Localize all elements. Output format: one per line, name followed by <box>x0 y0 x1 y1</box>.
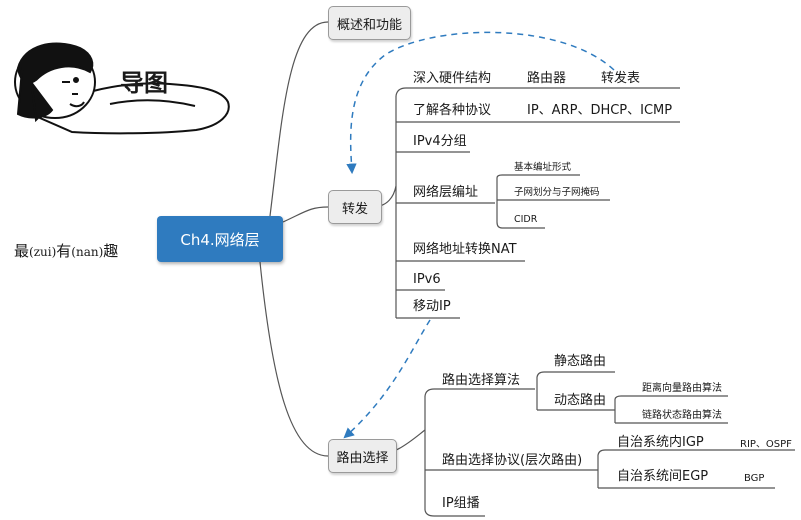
side-note-nan-pinyin: (nan) <box>71 245 104 259</box>
item-routing-protocols[interactable]: 路由选择协议(层次路由) <box>442 453 583 468</box>
side-note-zui-pinyin: (zui) <box>29 245 57 259</box>
topic-routing[interactable]: 路由选择 <box>328 439 397 473</box>
item-ipv6[interactable]: IPv6 <box>413 272 441 287</box>
side-note: 最(zui)有(nan)趣 <box>14 241 118 262</box>
topic-overview[interactable]: 概述和功能 <box>328 6 411 40</box>
topic-forwarding[interactable]: 转发 <box>328 190 382 224</box>
item-egp[interactable]: 自治系统间EGP <box>617 469 709 484</box>
item-protocols[interactable]: 了解各种协议 <box>413 103 492 118</box>
link-routing <box>259 261 329 457</box>
item-forwarding-table[interactable]: 转发表 <box>601 71 641 86</box>
item-static-routing[interactable]: 静态路由 <box>554 354 607 369</box>
dashed-arrow-to-routing <box>343 319 431 439</box>
item-router[interactable]: 路由器 <box>527 71 567 86</box>
title-text: 导图 <box>120 69 168 97</box>
item-subnetting[interactable]: 子网划分与子网掩码 <box>514 187 600 198</box>
item-dynamic-routing[interactable]: 动态路由 <box>554 393 607 408</box>
side-note-you-char: 有 <box>56 242 72 260</box>
item-cidr[interactable]: CIDR <box>514 214 538 225</box>
side-note-qu-char: 趣 <box>103 242 119 260</box>
dashed-arrow-to-forwarding <box>346 31 615 175</box>
item-mobile-ip[interactable]: 移动IP <box>413 299 451 314</box>
item-igp[interactable]: 自治系统内IGP <box>617 435 704 450</box>
item-routing-algorithms[interactable]: 路由选择算法 <box>442 373 521 388</box>
cartoon-figure <box>14 42 230 135</box>
side-note-zui-char: 最 <box>14 242 30 260</box>
item-hardware-structure[interactable]: 深入硬件结构 <box>413 71 492 86</box>
item-protocol-list[interactable]: IP、ARP、DHCP、ICMP <box>527 103 673 118</box>
item-distance-vector[interactable]: 距离向量路由算法 <box>642 383 722 394</box>
item-ipv4-packet[interactable]: IPv4分组 <box>413 134 467 149</box>
item-ip-multicast[interactable]: IP组播 <box>442 496 480 511</box>
item-egp-detail[interactable]: BGP <box>744 473 765 484</box>
item-basic-addressing[interactable]: 基本编址形式 <box>514 162 572 173</box>
link-overview <box>269 21 329 217</box>
item-addressing[interactable]: 网络层编址 <box>413 185 479 200</box>
item-link-state[interactable]: 链路状态路由算法 <box>642 410 722 421</box>
item-nat[interactable]: 网络地址转换NAT <box>413 242 517 257</box>
item-igp-detail[interactable]: RIP、OSPF <box>740 439 792 450</box>
link-forwarding <box>282 206 329 223</box>
central-topic[interactable]: Ch4.网络层 <box>157 216 283 262</box>
